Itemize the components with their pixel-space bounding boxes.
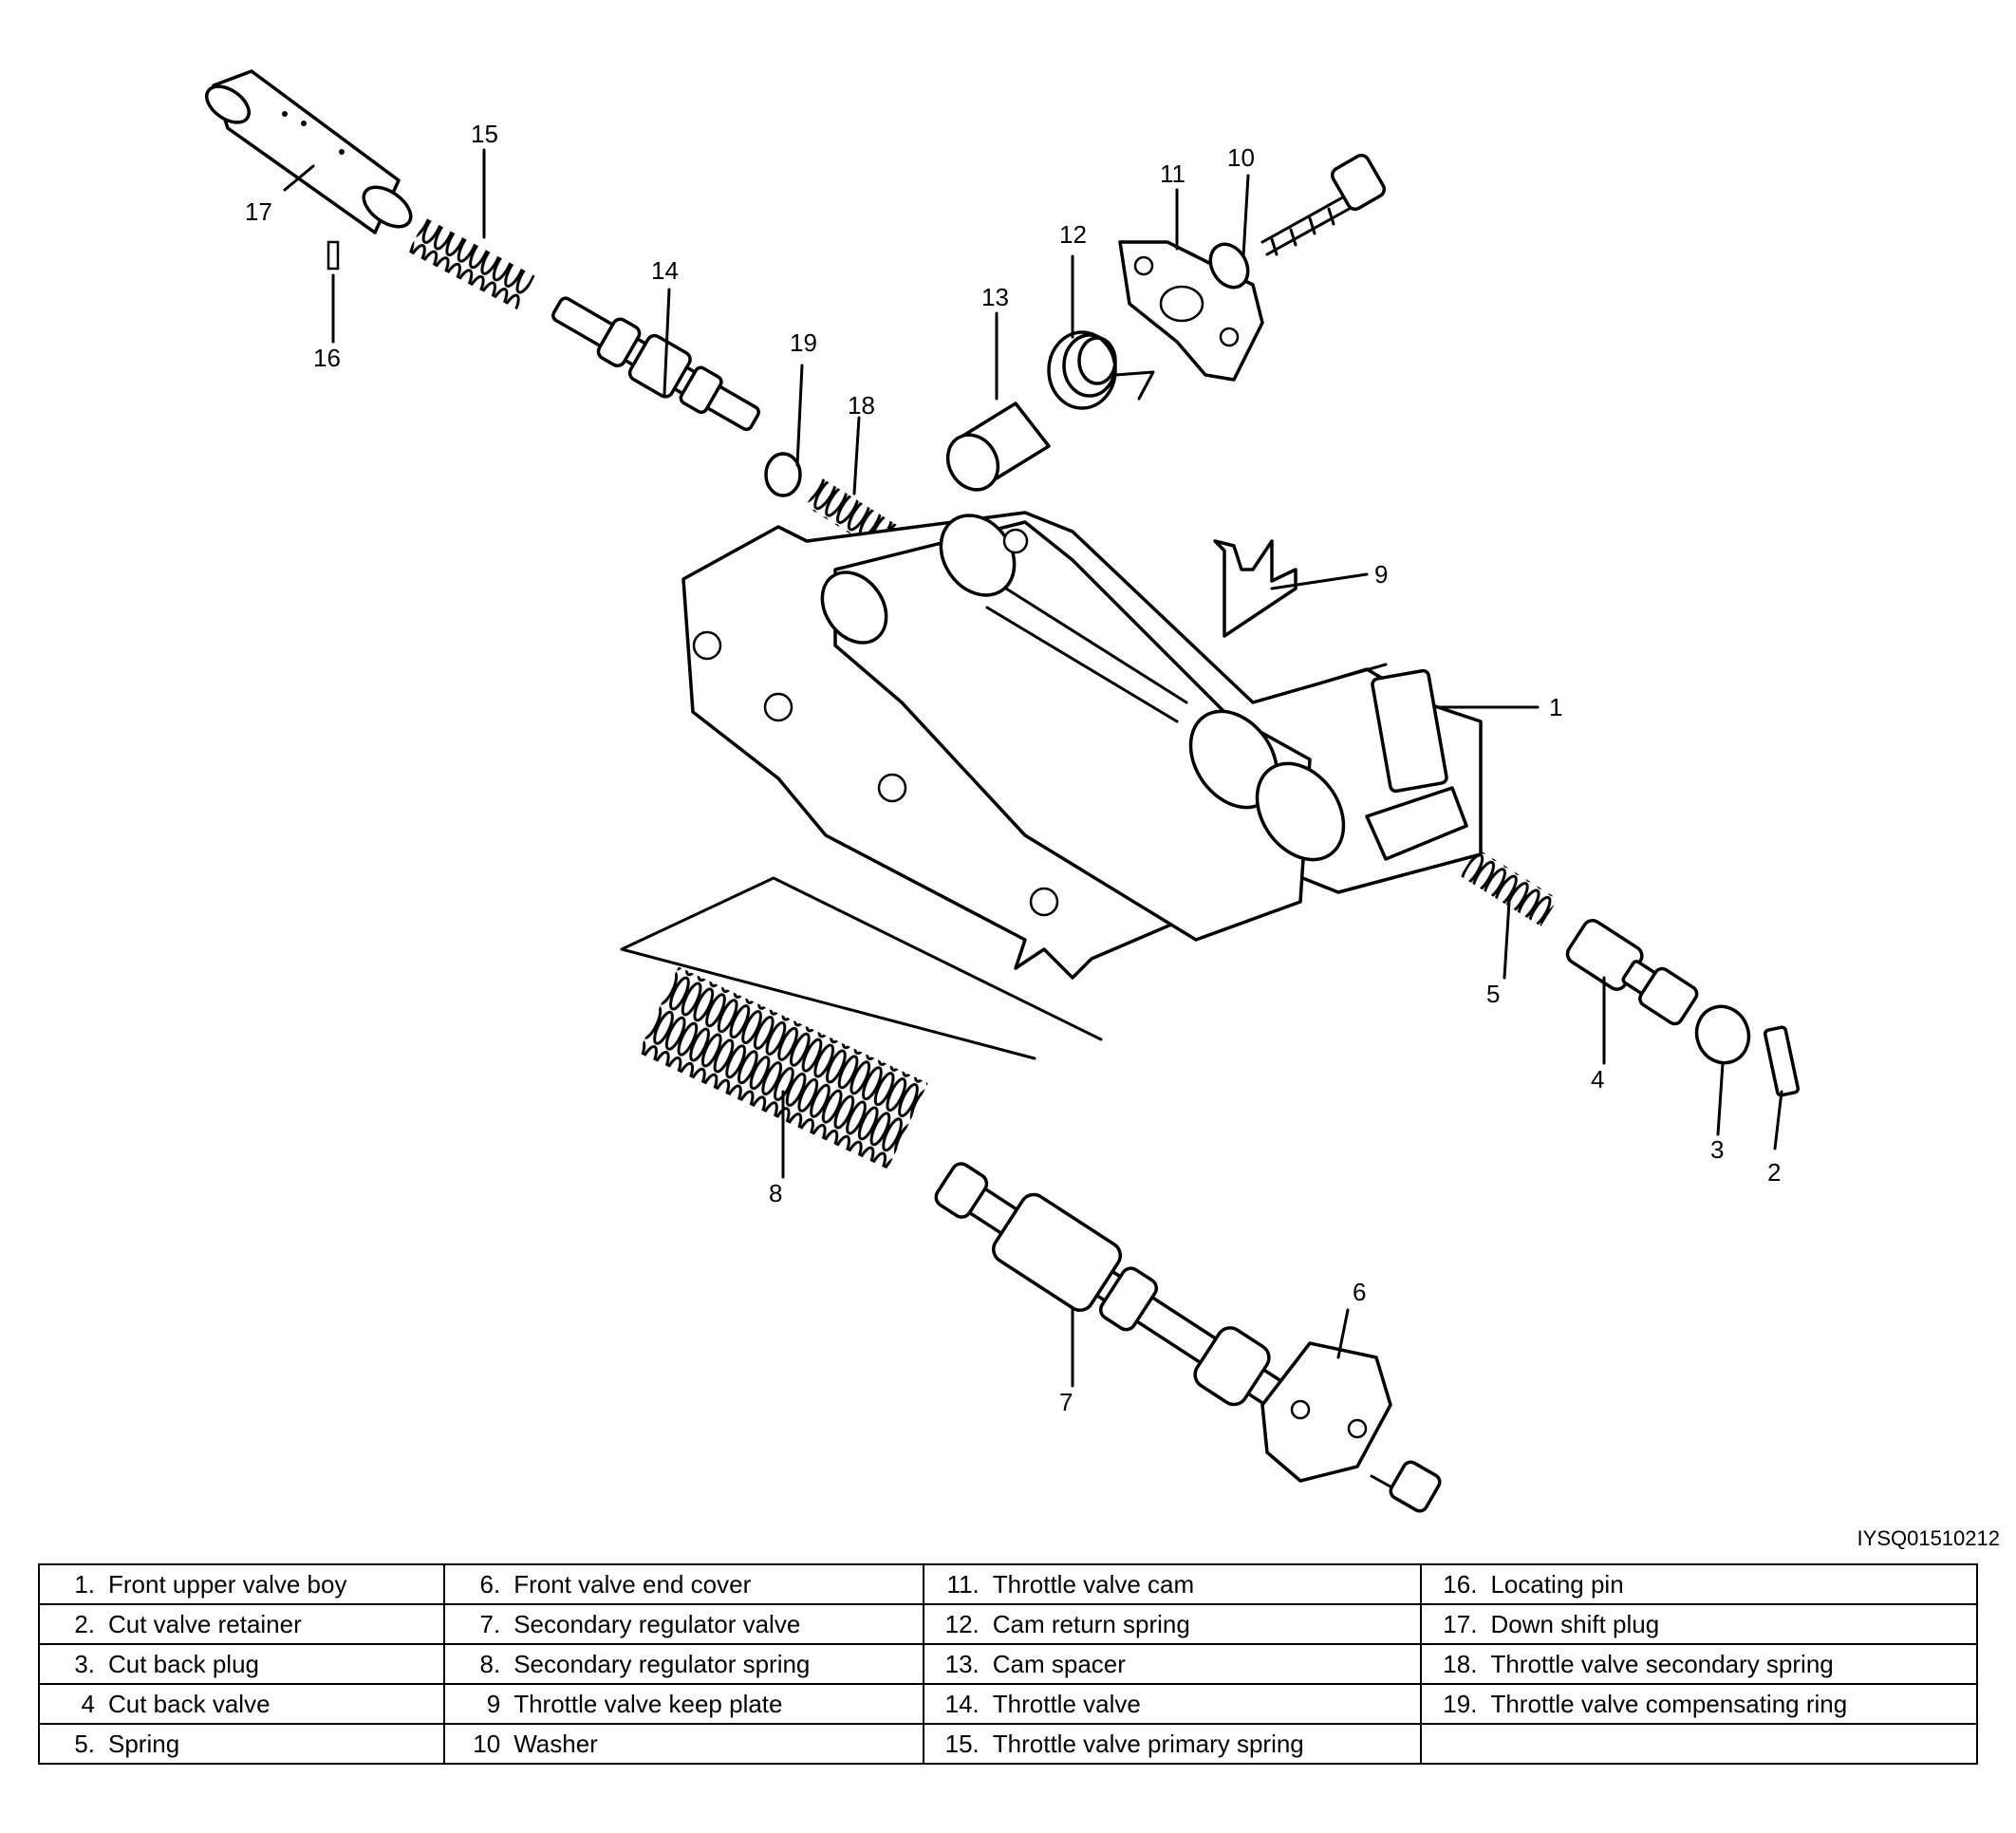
callout-2: 2: [1767, 1158, 1781, 1187]
legend-cell: 17.Down shift plug: [1420, 1603, 1978, 1645]
down-shift-plug: [205, 69, 413, 234]
legend-cell: 11.Throttle valve cam: [922, 1563, 1423, 1605]
callout-6: 6: [1353, 1278, 1366, 1306]
callout-11: 11: [1160, 159, 1185, 188]
front-upper-valve-body: [681, 511, 1483, 980]
legend-row: 1.Front upper valve boy 6.Front valve en…: [37, 1563, 1978, 1605]
exploded-view-diagram: 1 2 3 4 5 6 7 8 9 10 11 12 13 14 15 16 1…: [205, 69, 1801, 1513]
callout-15: 15: [471, 120, 498, 148]
legend-cell: 14.Throttle valve: [922, 1683, 1423, 1725]
legend-cell: 3.Cut back plug: [37, 1643, 446, 1685]
parts-legend-table: 1.Front upper valve boy 6.Front valve en…: [37, 1563, 1978, 1765]
legend-cell: 7.Secondary regulator valve: [443, 1603, 924, 1645]
legend-cell: 6.Front valve end cover: [443, 1563, 924, 1605]
legend-cell: 8.Secondary regulator spring: [443, 1643, 924, 1685]
callout-4: 4: [1591, 1065, 1604, 1094]
callout-8: 8: [769, 1179, 782, 1207]
callout-18: 18: [848, 391, 875, 420]
callout-10: 10: [1227, 143, 1255, 172]
figure-code: IYSQ01510212: [1857, 1526, 2000, 1550]
callout-16: 16: [313, 344, 341, 372]
legend-row: 2.Cut valve retainer 7.Secondary regulat…: [37, 1603, 1978, 1645]
front-valve-end-cover: [1260, 1341, 1442, 1513]
cut-valve-retainer: [1763, 1025, 1801, 1097]
callout-17: 17: [245, 197, 272, 226]
legend-cell: 18.Throttle valve secondary spring: [1420, 1643, 1978, 1685]
cam-return-spring: [1047, 330, 1155, 410]
cam-bolt: [1260, 153, 1387, 256]
leader-lines: [283, 148, 1783, 1388]
callout-19: 19: [790, 328, 817, 357]
legend-cell: 16.Locating pin: [1420, 1563, 1978, 1605]
throttle-valve-primary-spring: [407, 217, 535, 310]
cut-back-valve: [1565, 918, 1699, 1026]
callout-9: 9: [1374, 560, 1388, 589]
callout-7: 7: [1059, 1388, 1073, 1416]
locating-pin: [327, 240, 340, 271]
legend-cell: 5.Spring: [37, 1723, 446, 1765]
spring-outline-bracket: [620, 876, 1103, 1060]
throttle-valve-keep-plate: [1213, 539, 1297, 638]
callout-13: 13: [981, 283, 1009, 311]
secondary-regulator-spring: [638, 966, 928, 1169]
spring: [1460, 849, 1559, 926]
legend-cell: 19.Throttle valve compensating ring: [1420, 1683, 1978, 1725]
legend-cell: 15.Throttle valve primary spring: [922, 1723, 1423, 1765]
legend-cell: 13.Cam spacer: [922, 1643, 1423, 1685]
legend-cell: 12.Cam return spring: [922, 1603, 1423, 1645]
cam-spacer: [945, 402, 1051, 492]
callout-14: 14: [651, 256, 679, 285]
callout-3: 3: [1710, 1135, 1724, 1164]
callout-12: 12: [1059, 220, 1087, 249]
throttle-valve: [551, 296, 760, 432]
legend-row: 3.Cut back plug 8.Secondary regulator sp…: [37, 1643, 1978, 1685]
throttle-valve-compensating-ring: [764, 452, 802, 497]
callout-1: 1: [1549, 693, 1562, 721]
legend-cell: [1420, 1723, 1978, 1765]
callout-5: 5: [1486, 980, 1500, 1008]
secondary-regulator-valve: [934, 1162, 1295, 1413]
cut-back-plug: [1694, 1004, 1751, 1065]
legend-cell: 1.Front upper valve boy: [37, 1563, 446, 1605]
legend-cell: 2.Cut valve retainer: [37, 1603, 446, 1645]
